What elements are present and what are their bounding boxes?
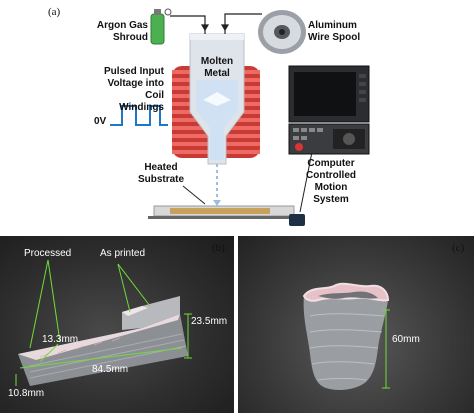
- molten-label-line2: Metal: [204, 68, 230, 79]
- panel-a: (a): [48, 6, 370, 226]
- dim-thick-label: 10.8mm: [8, 388, 45, 399]
- argon-label-line1: Argon Gas: [96, 20, 148, 31]
- printed-vase: [302, 282, 390, 390]
- panel-b-photo: [15, 259, 192, 386]
- pulsed-label-line3: Coil Windings: [119, 90, 164, 113]
- pulsed-label-line2: Voltage into: [107, 78, 164, 89]
- spool-label-line1: Aluminum: [308, 20, 357, 31]
- zero-volt-label: 0V: [94, 116, 107, 127]
- crucible: [189, 33, 245, 165]
- dimension-lines: [15, 259, 192, 386]
- panel-b: (b) Processed As printed 23.5mm 13.3mm 8…: [0, 236, 234, 413]
- heated-substrate: [148, 205, 305, 226]
- pulsed-label-line1: Pulsed Input: [104, 66, 164, 77]
- argon-label: Argon Gas Shroud: [86, 20, 148, 44]
- panel-a-diagram: [110, 8, 370, 226]
- processed-label: Processed: [24, 248, 72, 259]
- label-leader-lines: [182, 151, 313, 213]
- spool-label-line2: Wire Spool: [308, 32, 361, 43]
- molten-label: Molten Metal: [196, 56, 238, 80]
- pulsed-waveform: [110, 105, 168, 126]
- substrate-label-line1: Heated: [144, 162, 178, 173]
- control-computer: [288, 65, 370, 155]
- panel-b-letter: (b): [212, 242, 225, 254]
- panel-a-letter: (a): [48, 6, 61, 18]
- spool-label: Aluminum Wire Spool: [308, 20, 360, 44]
- motion-label-line2: Controlled: [306, 170, 356, 181]
- wire-feed-lines: [170, 13, 262, 34]
- wire-spool-image: [258, 10, 306, 54]
- argon-cylinder: [150, 8, 172, 45]
- panel-c-photo: [302, 282, 390, 390]
- substrate-label-line2: Substrate: [137, 174, 185, 185]
- pulsed-label: Pulsed Input Voltage into Coil Windings: [102, 66, 164, 114]
- argon-label-line2: Shroud: [113, 32, 148, 43]
- panel-c: (c) 60mm: [238, 236, 474, 413]
- dim-height-label: 23.5mm: [191, 316, 228, 327]
- as-printed-label: As printed: [100, 248, 146, 259]
- height-dimension-line: [382, 309, 390, 389]
- printed-bar: [18, 296, 188, 386]
- dim-width-label: 13.3mm: [42, 334, 79, 345]
- molten-label-line1: Molten: [200, 56, 234, 67]
- vase-height-label: 60mm: [392, 334, 420, 345]
- dim-length-label: 84.5mm: [92, 364, 129, 375]
- motion-label-line1: Computer: [307, 158, 355, 169]
- motion-label-line3: Motion System: [313, 182, 349, 205]
- motion-label: Computer Controlled Motion System: [298, 158, 364, 206]
- substrate-label: Heated Substrate: [130, 162, 192, 186]
- panel-c-letter: (c): [452, 242, 465, 254]
